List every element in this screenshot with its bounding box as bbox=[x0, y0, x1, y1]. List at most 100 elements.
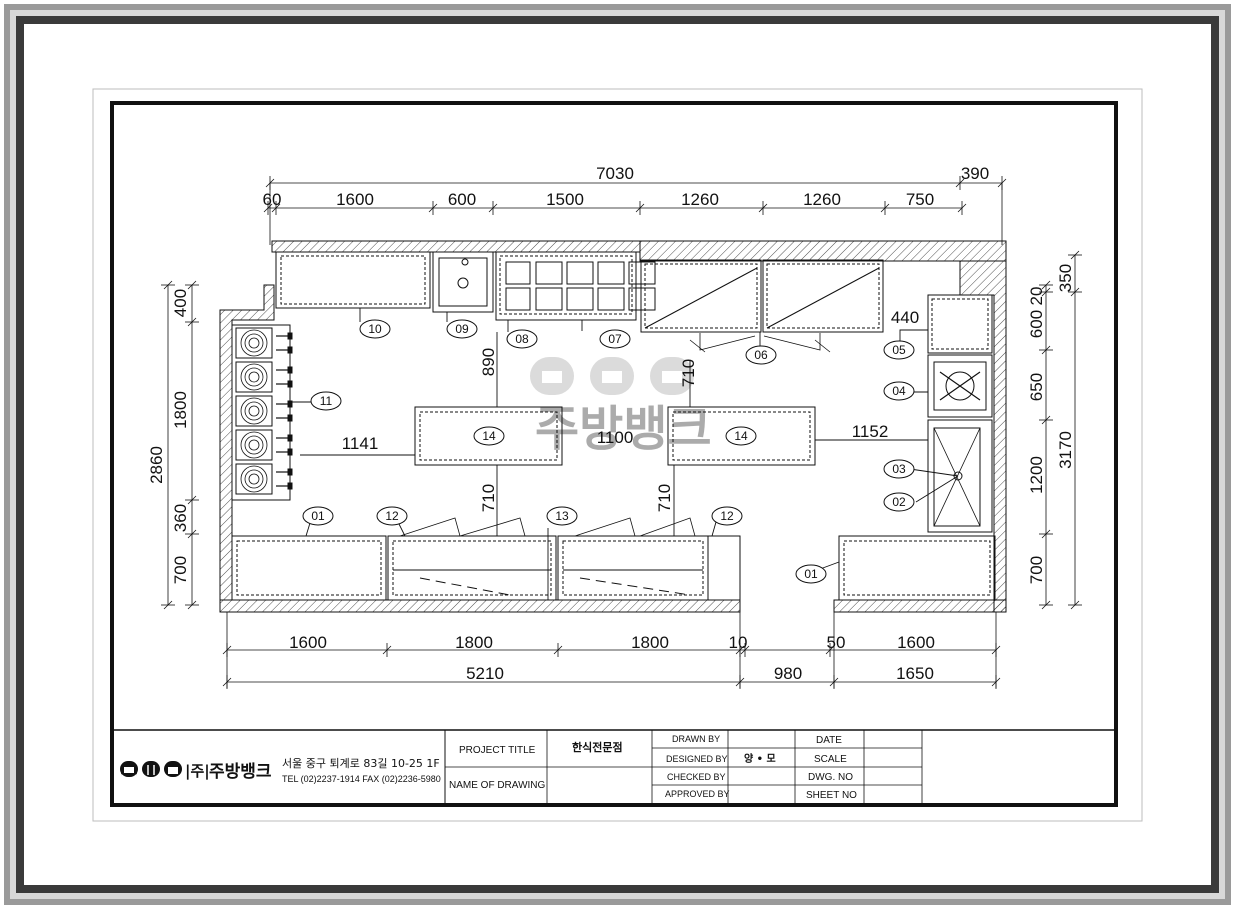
svg-text:13: 13 bbox=[555, 509, 569, 523]
svg-text:03: 03 bbox=[892, 462, 906, 476]
dimension-label: 1260 bbox=[803, 190, 841, 209]
dimension-label: 700 bbox=[171, 556, 190, 584]
watermark-text: 주방뱅크 bbox=[535, 401, 712, 457]
svg-text:12: 12 bbox=[720, 509, 734, 523]
equipment-tag: 10 bbox=[359, 319, 391, 339]
approved-by-label: APPROVED BY bbox=[665, 789, 730, 799]
equipment-tag: 14 bbox=[473, 426, 505, 446]
equip-cold-table-08-07 bbox=[495, 251, 637, 321]
sheet-no-label: SHEET NO bbox=[806, 790, 857, 801]
svg-text:08: 08 bbox=[515, 332, 529, 346]
equip-undercounter-12b bbox=[707, 535, 741, 601]
project-title-label: PROJECT TITLE bbox=[459, 745, 536, 756]
company-contact: TEL (02)2237-1914 FAX (02)2236-5980 bbox=[282, 774, 441, 784]
dimension-label: 1100 bbox=[597, 428, 634, 447]
watermark: 주방뱅크 bbox=[530, 357, 712, 457]
equip-sink-09 bbox=[432, 251, 494, 313]
dimension-label: 980 bbox=[774, 664, 802, 683]
equip-table-01-left bbox=[231, 535, 387, 601]
equipment-tag: 02 bbox=[883, 492, 915, 512]
svg-text:14: 14 bbox=[734, 429, 748, 443]
equip-island-table-14b bbox=[667, 406, 816, 466]
dimension-label: 60 bbox=[263, 190, 282, 209]
equipment-tag: 05 bbox=[883, 340, 915, 360]
dimension-lines bbox=[161, 176, 1082, 689]
equip-refrigerator-06b bbox=[762, 259, 884, 333]
equipment-tag: 06 bbox=[745, 345, 777, 365]
dimension-label: 1800 bbox=[171, 391, 190, 429]
dimension-label: 7030 bbox=[596, 164, 634, 183]
equip-range-04 bbox=[927, 354, 993, 418]
dimension-label: 710 bbox=[479, 484, 498, 512]
equip-undercounter-12a bbox=[387, 535, 557, 601]
svg-text:06: 06 bbox=[754, 348, 768, 362]
equip-burner-range-11 bbox=[231, 324, 291, 501]
dimension-label: 1500 bbox=[546, 190, 584, 209]
dimension-label: 3170 bbox=[1056, 431, 1075, 469]
designed-by-value: 양 • 모 bbox=[744, 753, 776, 765]
company-name: 주방뱅크 bbox=[209, 762, 272, 782]
equipment-tag: 01 bbox=[302, 506, 334, 526]
equipment-tags: 10 09 08 07 06 05 04 03 02 01 01 11 12 13 12 14 14 bbox=[302, 319, 915, 584]
equip-sink-03 bbox=[927, 419, 993, 533]
sheet-border bbox=[110, 101, 1118, 807]
dimension-label: 1200 bbox=[1027, 456, 1046, 494]
svg-text:14: 14 bbox=[482, 429, 496, 443]
dimension-label: 600 bbox=[448, 190, 476, 209]
svg-text:01: 01 bbox=[804, 567, 818, 581]
svg-text:11: 11 bbox=[320, 394, 333, 408]
dimension-label: 1600 bbox=[336, 190, 374, 209]
equip-table-05 bbox=[927, 294, 993, 354]
dimension-label: 390 bbox=[961, 164, 989, 183]
dwg-no-label: DWG. NO bbox=[808, 772, 853, 783]
scale-label: SCALE bbox=[814, 754, 847, 765]
dimension-label: 400 bbox=[171, 289, 190, 317]
designed-by-label: DESIGNED BY bbox=[666, 754, 728, 764]
equipment-tag: 12 bbox=[711, 506, 743, 526]
equipment-tag: 09 bbox=[446, 319, 478, 339]
dimension-label: 440 bbox=[891, 308, 919, 327]
dimension-label: 50 bbox=[827, 633, 846, 652]
svg-text:07: 07 bbox=[608, 332, 622, 346]
svg-text:01: 01 bbox=[311, 509, 325, 523]
dimension-label: 2860 bbox=[147, 446, 166, 484]
svg-text:05: 05 bbox=[892, 343, 906, 357]
equip-table-01-right bbox=[838, 535, 996, 601]
equipment-tag: 04 bbox=[883, 381, 915, 401]
equipment-tag: 01 bbox=[795, 564, 827, 584]
dimension-label: 1650 bbox=[896, 664, 934, 683]
svg-text:02: 02 bbox=[892, 495, 906, 509]
dimension-label: 350 bbox=[1056, 264, 1075, 292]
equipment-tag: 07 bbox=[599, 329, 631, 349]
viewer-frame bbox=[4, 4, 1231, 905]
dimension-label: 1152 bbox=[852, 422, 889, 441]
dimension-label: 1600 bbox=[289, 633, 327, 652]
svg-text:10: 10 bbox=[368, 322, 382, 336]
dimension-label: 360 bbox=[171, 504, 190, 532]
dimension-label: 1260 bbox=[681, 190, 719, 209]
svg-text:12: 12 bbox=[385, 509, 399, 523]
dimension-label: 1600 bbox=[897, 633, 935, 652]
project-title-value: 한식전문점 bbox=[572, 740, 623, 754]
drawn-by-label: DRAWN BY bbox=[672, 734, 720, 744]
dimension-label: 1800 bbox=[631, 633, 669, 652]
dimension-label: 600 bbox=[1027, 310, 1046, 338]
equip-work-table-10 bbox=[275, 251, 431, 309]
company-prefix: |주| bbox=[185, 762, 210, 781]
equip-refrigerator-06a bbox=[640, 259, 762, 333]
dimension-label: 890 bbox=[479, 348, 498, 376]
equipment-tag: 13 bbox=[546, 506, 578, 526]
dimension-label: 750 bbox=[906, 190, 934, 209]
equipment bbox=[231, 251, 996, 601]
svg-text:04: 04 bbox=[892, 384, 906, 398]
equip-island-table-14a bbox=[414, 406, 563, 466]
dimension-label: 5210 bbox=[466, 664, 504, 683]
equipment-tag: 08 bbox=[506, 329, 538, 349]
company-address: 서울 중구 퇴계로 83길 10-25 1F bbox=[282, 757, 440, 770]
dimension-label: 700 bbox=[1027, 556, 1046, 584]
date-label: DATE bbox=[816, 735, 842, 746]
name-of-drawing-label: NAME OF DRAWING bbox=[449, 780, 546, 791]
dimension-label: 650 bbox=[1027, 373, 1046, 401]
equipment-tag: 03 bbox=[883, 459, 915, 479]
